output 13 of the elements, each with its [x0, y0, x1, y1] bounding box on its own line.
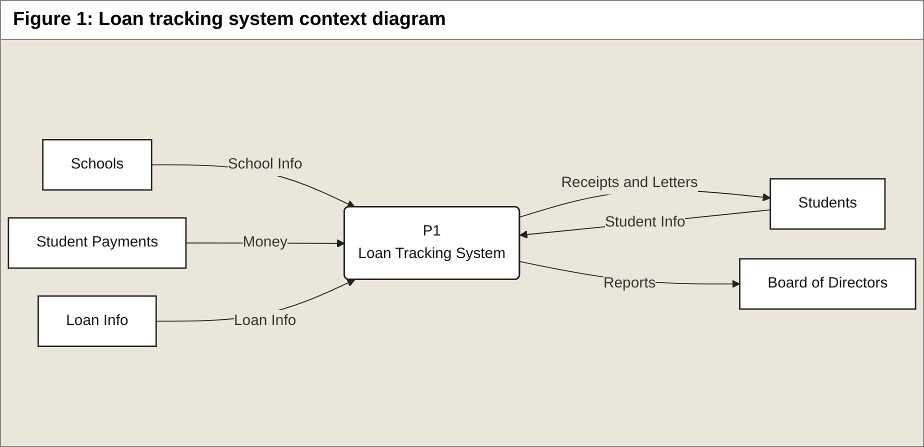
node-box: Students [770, 178, 886, 230]
edge-label: Receipts and Letters [561, 175, 698, 191]
arrow [520, 209, 771, 239]
edge-label: Student Info [604, 214, 686, 230]
edge-label: Loan Info [234, 312, 296, 329]
edge-label: Money [242, 234, 288, 250]
figure-title: Figure 1: Loan tracking system context diagram [1, 1, 923, 40]
node-box: Student Payments [8, 217, 187, 269]
node-box: Loan Info [38, 295, 157, 347]
edge-label: Reports [604, 276, 656, 292]
node-box: Board of Directors [739, 258, 916, 310]
node-box: Schools [42, 139, 152, 191]
edge-label: School Info [228, 156, 302, 172]
